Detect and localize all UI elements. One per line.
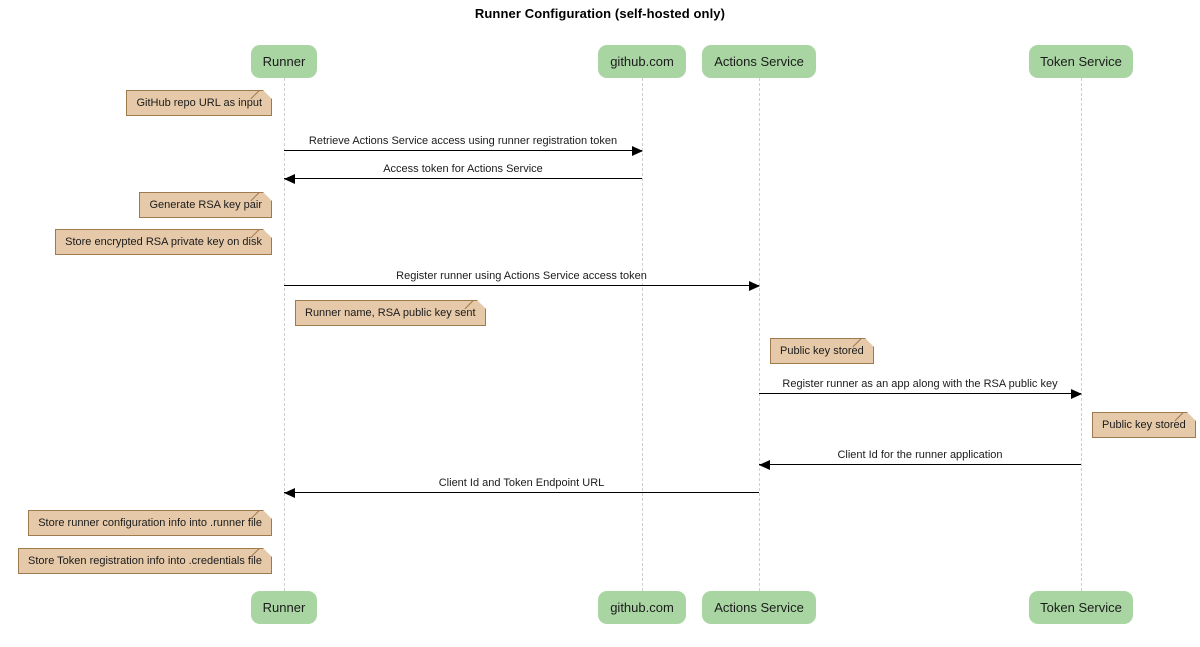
message-line xyxy=(284,150,642,151)
message-label: Register runner as an app along with the… xyxy=(782,378,1058,390)
participant-label: Runner xyxy=(262,600,306,615)
note-fold-corner-icon xyxy=(1186,412,1196,421)
message-line xyxy=(759,393,1081,394)
note: Public key stored xyxy=(770,338,874,364)
note-fold-corner-icon xyxy=(263,192,272,201)
message-label: Client Id and Token Endpoint URL xyxy=(438,477,605,489)
participant-runner-bottom[interactable]: Runner xyxy=(251,591,317,624)
participant-label: Actions Service xyxy=(714,54,804,69)
note: Store runner configuration info into .ru… xyxy=(28,510,272,536)
message-label: Access token for Actions Service xyxy=(383,163,543,175)
arrowhead-left xyxy=(284,174,295,184)
message-line xyxy=(759,464,1081,465)
note: GitHub repo URL as input xyxy=(126,90,272,116)
participant-actions-bottom[interactable]: Actions Service xyxy=(702,591,816,624)
message-line xyxy=(284,492,759,493)
note-text: Store Token registration info into .cred… xyxy=(28,555,262,567)
message-label: Register runner using Actions Service ac… xyxy=(396,270,647,282)
participant-github-bottom[interactable]: github.com xyxy=(598,591,686,624)
arrowhead-left xyxy=(284,488,295,498)
arrowhead-right xyxy=(1071,389,1082,399)
note-fold-corner-icon xyxy=(476,300,486,309)
note-text: Public key stored xyxy=(1102,419,1186,431)
note-fold-corner-icon xyxy=(263,510,272,519)
note-fold-corner-icon xyxy=(263,90,272,99)
participant-label: Runner xyxy=(262,54,306,69)
participant-github-top[interactable]: github.com xyxy=(598,45,686,78)
participant-token-top[interactable]: Token Service xyxy=(1029,45,1133,78)
note-text: Store encrypted RSA private key on disk xyxy=(65,236,262,248)
participant-runner-top[interactable]: Runner xyxy=(251,45,317,78)
participant-label: github.com xyxy=(610,54,674,69)
arrowhead-left xyxy=(759,460,770,470)
note: Store Token registration info into .cred… xyxy=(18,548,272,574)
participant-label: Actions Service xyxy=(714,600,804,615)
message-label: Client Id for the runner application xyxy=(837,449,1003,461)
message-label: Retrieve Actions Service access using ru… xyxy=(308,135,618,147)
message-line xyxy=(284,178,642,179)
note: Store encrypted RSA private key on disk xyxy=(55,229,272,255)
diagram-title: Runner Configuration (self-hosted only) xyxy=(474,6,726,21)
participant-actions-top[interactable]: Actions Service xyxy=(702,45,816,78)
note-text: Store runner configuration info into .ru… xyxy=(38,517,262,529)
lifeline-actions xyxy=(759,78,760,591)
note-text: GitHub repo URL as input xyxy=(136,97,262,109)
note: Generate RSA key pair xyxy=(139,192,272,218)
note-fold-corner-icon xyxy=(263,548,272,557)
note-fold-corner-icon xyxy=(864,338,874,347)
participant-label: github.com xyxy=(610,600,674,615)
note-text: Public key stored xyxy=(780,345,864,357)
lifeline-token xyxy=(1081,78,1082,591)
lifeline-runner xyxy=(284,78,285,591)
participant-label: Token Service xyxy=(1040,600,1122,615)
note: Public key stored xyxy=(1092,412,1196,438)
arrowhead-right xyxy=(632,146,643,156)
note: Runner name, RSA public key sent xyxy=(295,300,486,326)
lifeline-github xyxy=(642,78,643,591)
note-fold-corner-icon xyxy=(263,229,272,238)
arrowhead-right xyxy=(749,281,760,291)
note-text: Generate RSA key pair xyxy=(149,199,262,211)
message-line xyxy=(284,285,759,286)
note-text: Runner name, RSA public key sent xyxy=(305,307,476,319)
participant-token-bottom[interactable]: Token Service xyxy=(1029,591,1133,624)
participant-label: Token Service xyxy=(1040,54,1122,69)
